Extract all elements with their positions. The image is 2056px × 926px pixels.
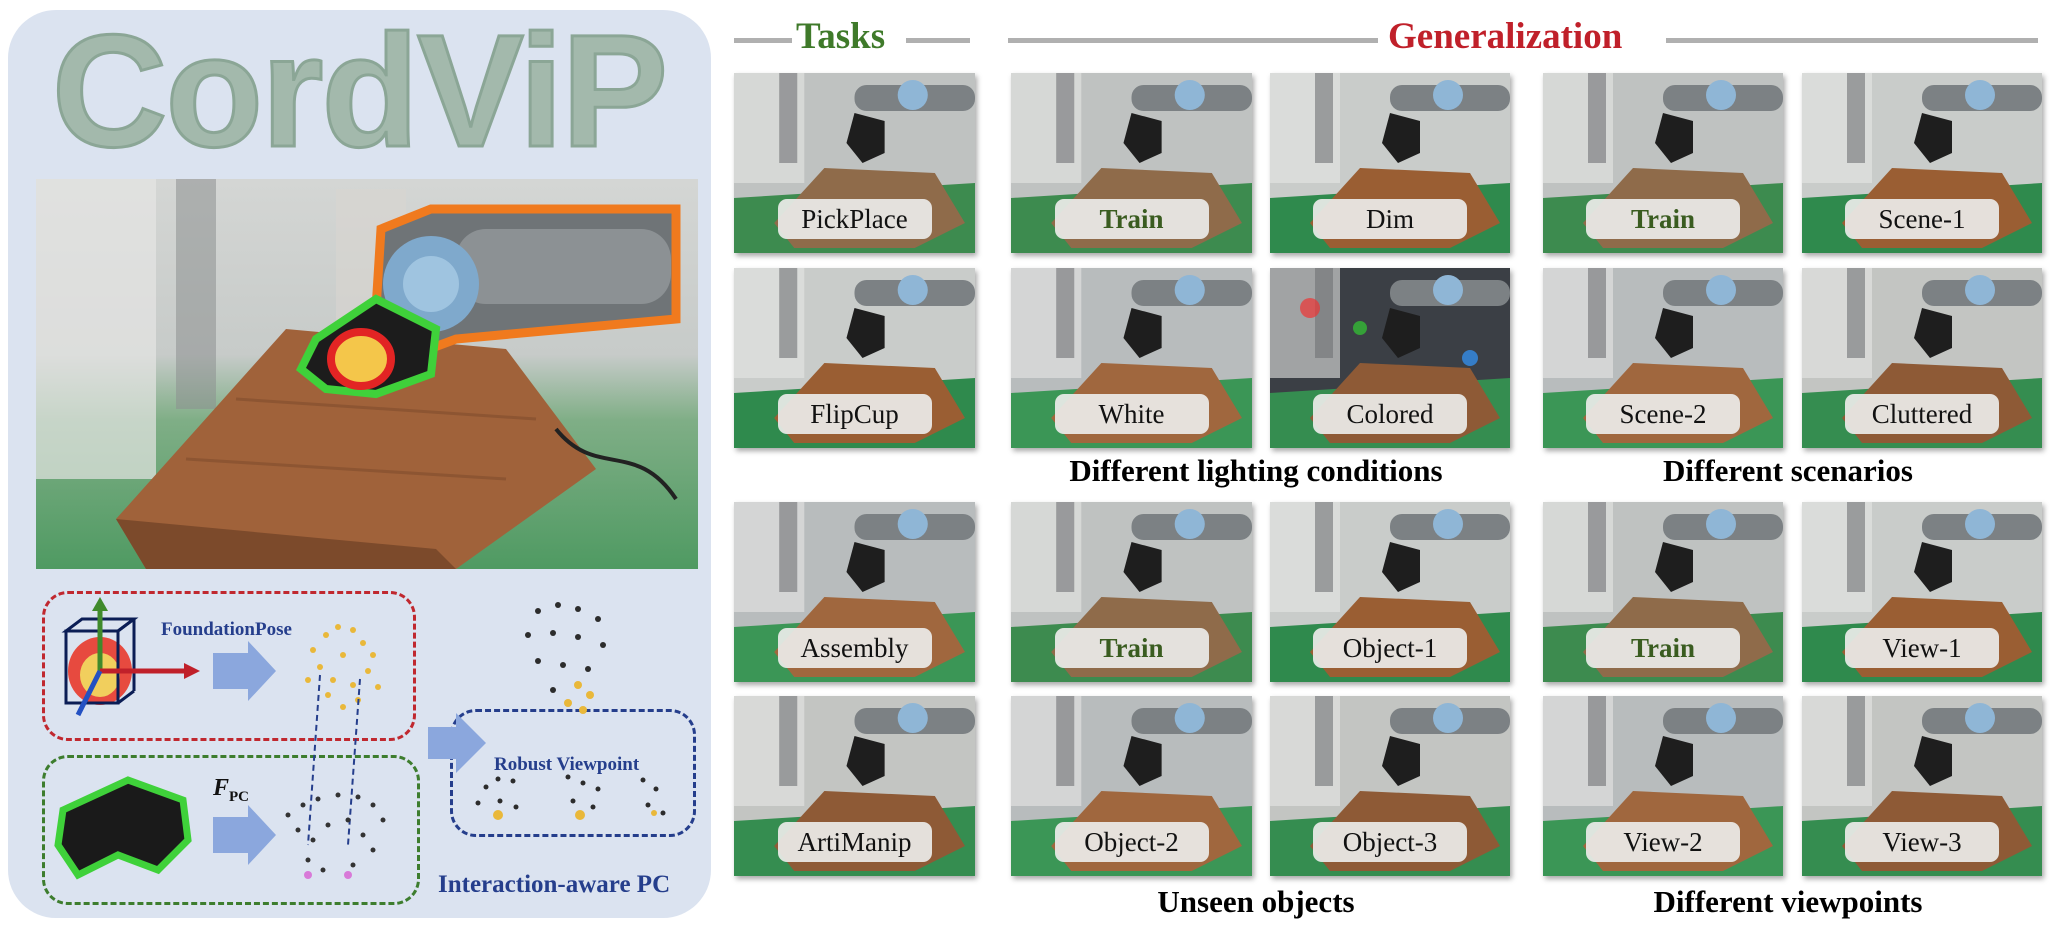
pipeline-diagram: FoundationPose FPC Robust Viewpoint Inte… bbox=[8, 575, 711, 915]
left-panel: CordViP bbox=[8, 10, 711, 918]
tile-label: Object-2 bbox=[1054, 822, 1209, 862]
scenarios-tile: Scene-1 bbox=[1802, 73, 2042, 253]
tile-label: PickPlace bbox=[777, 199, 932, 239]
lighting-tile: White bbox=[1011, 268, 1252, 448]
tile-label: View-3 bbox=[1845, 822, 1999, 862]
fpc-main: F bbox=[213, 775, 230, 801]
tile-label: Scene-1 bbox=[1845, 199, 1999, 239]
generalization-rule-left bbox=[1008, 38, 1378, 43]
tile-label: Train bbox=[1586, 199, 1740, 239]
viewpoints-tile: View-2 bbox=[1543, 696, 1783, 876]
generalization-rule-right bbox=[1666, 38, 2038, 43]
tile-label: Dim bbox=[1313, 199, 1467, 239]
hand-pc-box bbox=[42, 755, 420, 905]
tasks-rule-right bbox=[906, 38, 970, 43]
tile-label: Scene-2 bbox=[1586, 394, 1740, 434]
scenarios-tile: Train bbox=[1543, 73, 1783, 253]
lighting-tile: Colored bbox=[1270, 268, 1510, 448]
pipeline-graphics bbox=[54, 597, 666, 880]
robust-viewpoint-box bbox=[450, 709, 696, 837]
tile-label: View-2 bbox=[1586, 822, 1740, 862]
tile-label: White bbox=[1054, 394, 1209, 434]
foundationpose-box bbox=[42, 591, 416, 741]
interaction-aware-label: Interaction-aware PC bbox=[438, 871, 671, 898]
fpc-sub: PC bbox=[229, 788, 250, 805]
tasks-tile: ArtiManip bbox=[734, 696, 975, 876]
tasks-rule-left bbox=[734, 38, 792, 43]
logo-text: CordViP bbox=[52, 10, 666, 166]
caption-lighting: Different lighting conditions bbox=[1069, 453, 1443, 488]
objects-tile: Object-2 bbox=[1011, 696, 1252, 876]
tile-label: Train bbox=[1054, 199, 1209, 239]
caption-scenarios: Different scenarios bbox=[1663, 453, 1913, 488]
tile-label: Train bbox=[1054, 628, 1209, 668]
hero-image bbox=[36, 179, 698, 569]
tasks-tile: Assembly bbox=[734, 502, 975, 682]
tile-label: Assembly bbox=[777, 628, 932, 668]
viewpoints-tile: View-3 bbox=[1802, 696, 2042, 876]
objects-tile: Train bbox=[1011, 502, 1252, 682]
scenarios-tile: Scene-2 bbox=[1543, 268, 1783, 448]
caption-viewpoints: Different viewpoints bbox=[1653, 884, 1923, 919]
fpc-label: FPC bbox=[213, 775, 249, 806]
tile-label: Object-3 bbox=[1313, 822, 1467, 862]
viewpoints-tile: View-1 bbox=[1802, 502, 2042, 682]
viewpoints-tile: Train bbox=[1543, 502, 1783, 682]
tile-label: FlipCup bbox=[777, 394, 932, 434]
lighting-tile: Train bbox=[1011, 73, 1252, 253]
tile-label: Train bbox=[1586, 628, 1740, 668]
scenarios-tile: Cluttered bbox=[1802, 268, 2042, 448]
tasks-tile: PickPlace bbox=[734, 73, 975, 253]
generalization-title: Generalization bbox=[1388, 16, 1623, 57]
tasks-title: Tasks bbox=[796, 16, 886, 57]
foundationpose-label: FoundationPose bbox=[161, 619, 292, 640]
lighting-tile: Dim bbox=[1270, 73, 1510, 253]
objects-tile: Object-3 bbox=[1270, 696, 1510, 876]
tile-label: Object-1 bbox=[1313, 628, 1467, 668]
tasks-tile: FlipCup bbox=[734, 268, 975, 448]
tile-label: Cluttered bbox=[1845, 394, 1999, 434]
tile-label: View-1 bbox=[1845, 628, 1999, 668]
tile-label: ArtiManip bbox=[777, 822, 932, 862]
tile-label: Colored bbox=[1313, 394, 1467, 434]
caption-objects: Unseen objects bbox=[1157, 884, 1355, 919]
cordvip-logo: CordViP bbox=[50, 10, 669, 166]
objects-tile: Object-1 bbox=[1270, 502, 1510, 682]
robust-viewpoint-label: Robust Viewpoint bbox=[494, 754, 640, 775]
